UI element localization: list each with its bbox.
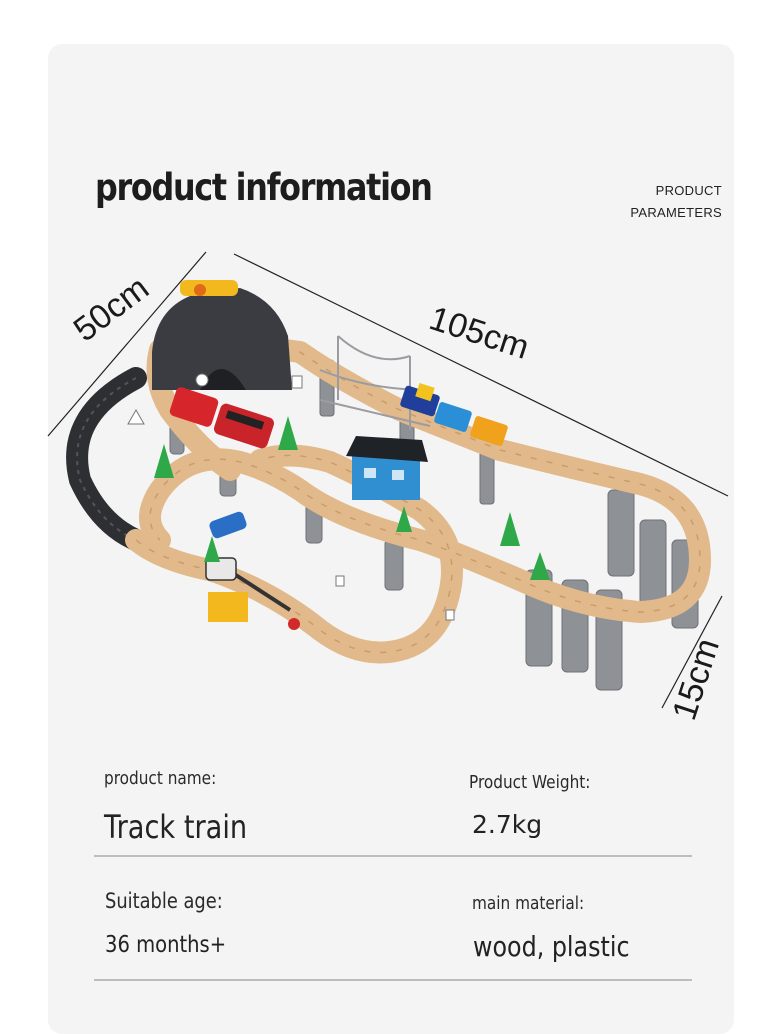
product-weight-value: 2.7kg [472, 810, 543, 839]
station-house [346, 436, 428, 500]
black-curve-track [66, 367, 147, 551]
crane [205, 557, 300, 630]
red-train [169, 387, 275, 449]
params-line-1: PRODUCT [655, 183, 722, 198]
road-signs [127, 373, 455, 621]
main-material-label: main material: [472, 893, 585, 914]
dimension-line-height [661, 595, 723, 709]
product-name-value: Track train [104, 808, 248, 846]
suitable-age-value: 36 months+ [105, 932, 227, 958]
main-material-value: wood, plastic [473, 930, 630, 963]
page-title: product information [95, 166, 433, 209]
dimension-line-width [47, 251, 207, 437]
trees [154, 416, 550, 580]
tunnel-mountain [152, 280, 292, 390]
divider-1 [94, 855, 692, 857]
cargo-train [400, 382, 508, 446]
divider-2 [94, 979, 692, 981]
suitable-age-label: Suitable age: [105, 889, 223, 913]
params-line-2: PARAMETERS [630, 205, 722, 220]
dimension-line-length [233, 253, 729, 497]
product-name-label: product name: [104, 768, 217, 789]
train-track-illustration [47, 251, 729, 709]
blue-car [209, 511, 247, 539]
product-weight-label: Product Weight: [469, 772, 591, 793]
product-parameters-caption: PRODUCT PARAMETERS [630, 180, 722, 224]
